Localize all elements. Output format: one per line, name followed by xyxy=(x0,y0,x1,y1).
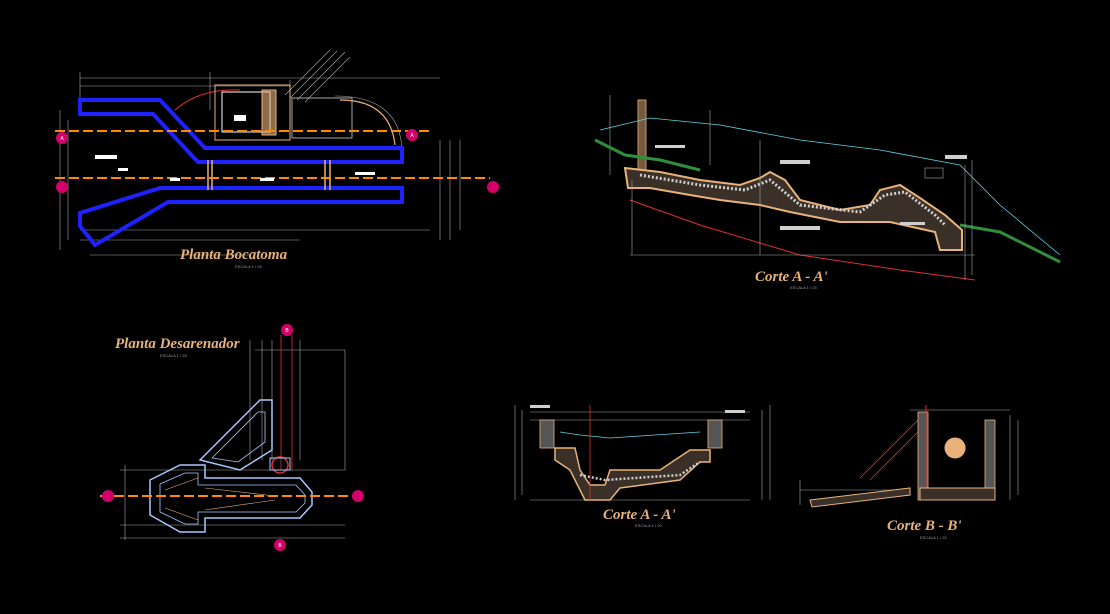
planta-desarenador-view: B B Planta Desarenador ESCALA 1 / 25 xyxy=(100,324,365,551)
marker-label: A xyxy=(410,133,414,139)
corte-aa-section-view: Corte A - A' ESCALA 1 / 20 xyxy=(514,405,771,528)
scale-corte-bb: ESCALA 1 / 20 xyxy=(920,535,947,540)
title-corte-aa-top: Corte A - A' xyxy=(755,269,828,285)
planta-bocatoma-view: A A Planta Bocatoma ESCALA 1 / 25 xyxy=(55,49,499,269)
marker-label: B xyxy=(285,328,289,334)
title-planta-bocatoma: Planta Bocatoma xyxy=(180,247,288,263)
corte-bb-section-view: Corte B - B' ESCALA 1 / 20 xyxy=(799,405,1019,540)
scale-planta-desarenador: ESCALA 1 / 25 xyxy=(160,353,187,358)
scale-corte-aa-bottom: ESCALA 1 / 20 xyxy=(635,523,662,528)
marker-label: A xyxy=(60,136,64,142)
title-corte-aa-bottom: Corte A - A' xyxy=(603,507,676,523)
scale-corte-aa-top: ESCALA 1 / 25 xyxy=(790,285,817,290)
scale-planta-bocatoma: ESCALA 1 / 25 xyxy=(235,264,262,269)
corte-aa-profile-view: Corte A - A' ESCALA 1 / 25 xyxy=(594,95,1061,290)
title-corte-bb: Corte B - B' xyxy=(887,518,962,534)
marker-label: B xyxy=(278,543,282,549)
title-planta-desarenador: Planta Desarenador xyxy=(115,336,240,352)
